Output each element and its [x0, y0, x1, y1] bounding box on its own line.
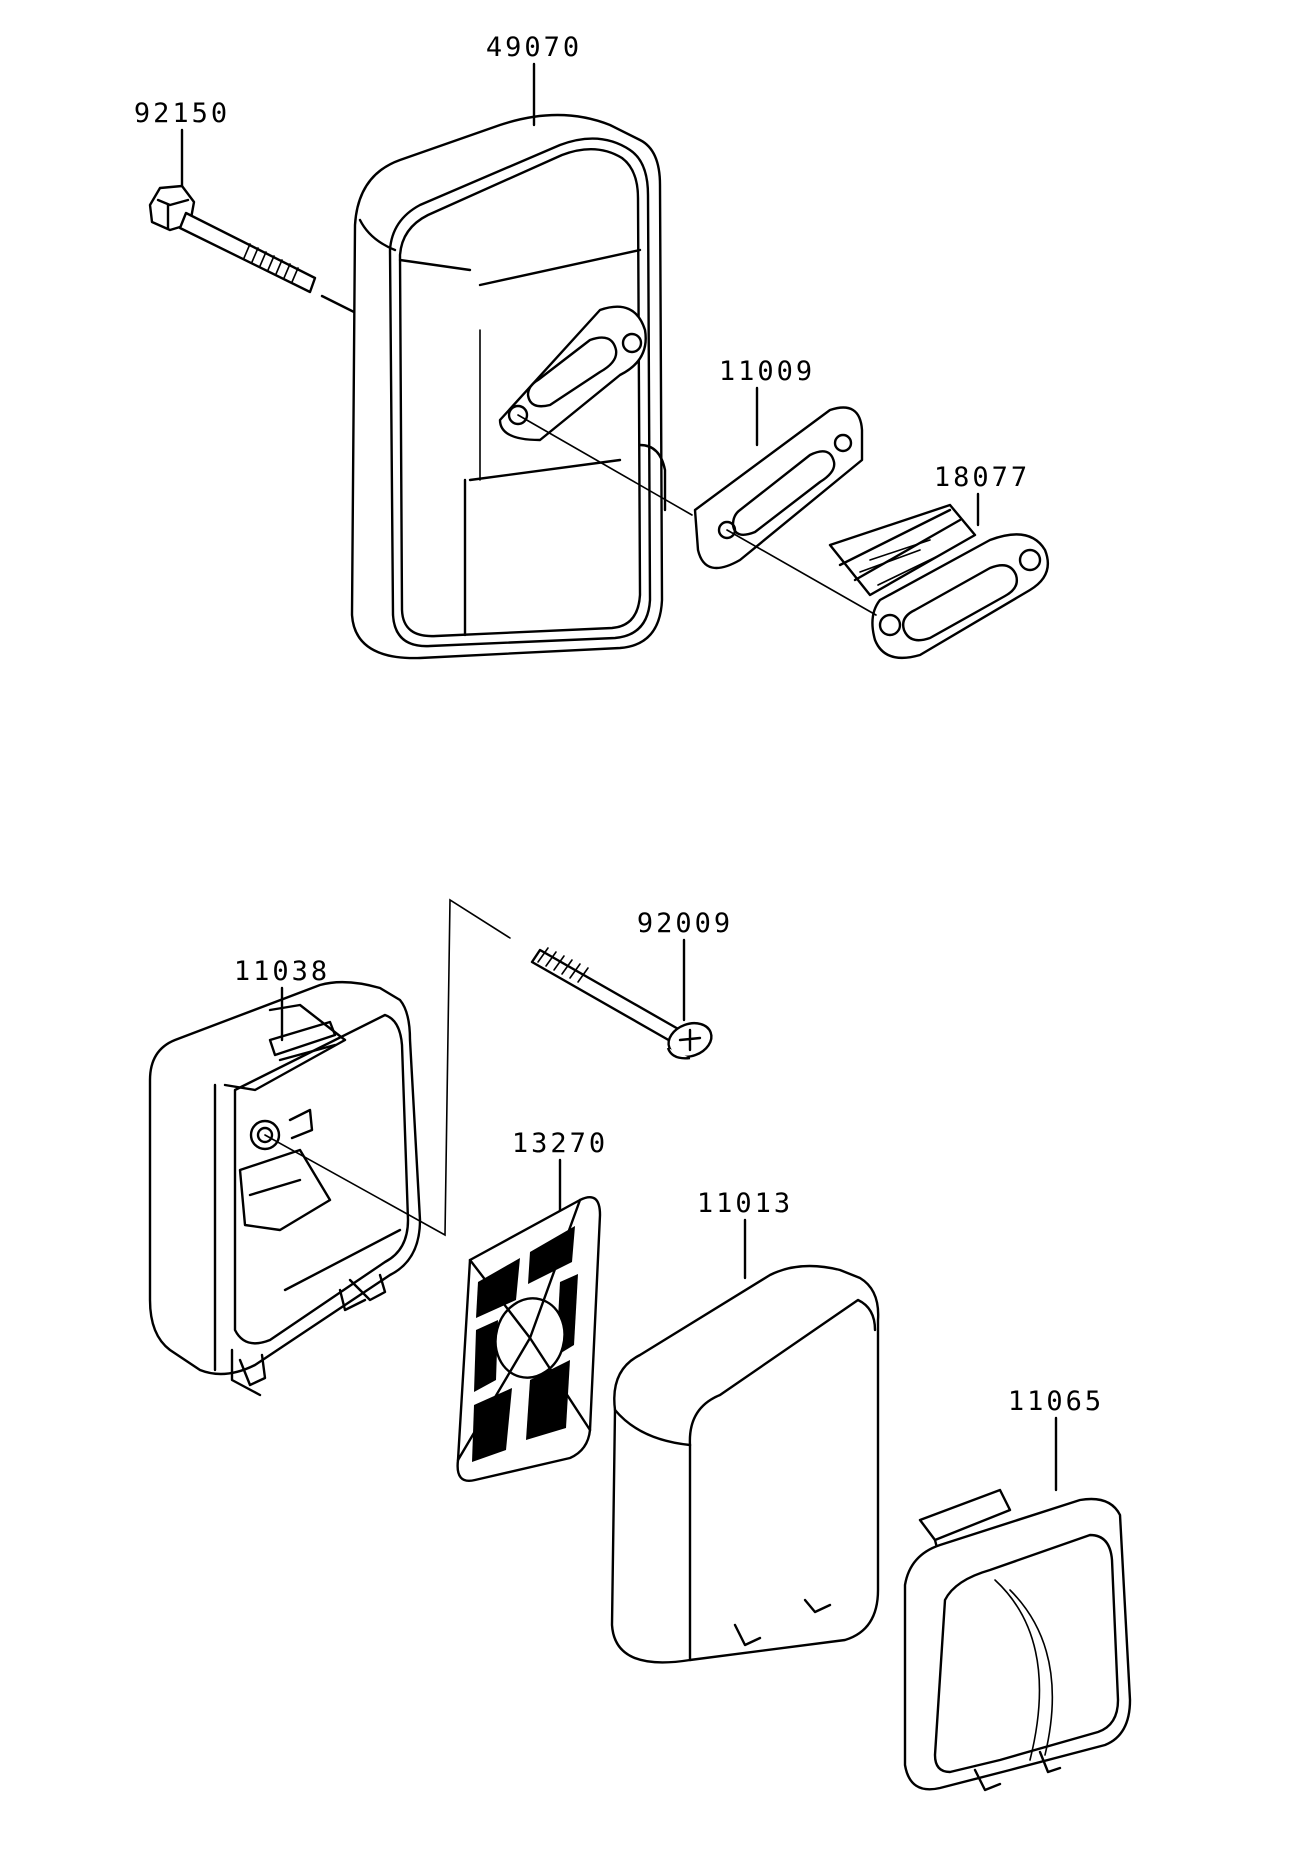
label-11038: 11038: [234, 956, 330, 987]
top-leader-lines: [180, 62, 980, 616]
label-92150: 92150: [134, 98, 230, 129]
bottom-leader-lines: [264, 898, 1058, 1492]
callout-labels: 49070 92150 11009 18077 11038 92009 1327…: [134, 32, 1104, 1417]
label-11065: 11065: [1008, 1386, 1104, 1417]
label-11009: 11009: [719, 356, 815, 387]
bolt-92009: [530, 947, 713, 1060]
label-49070: 49070: [486, 32, 582, 63]
label-18077: 18077: [934, 462, 1030, 493]
label-92009: 92009: [637, 908, 733, 939]
bolt-92150: [148, 184, 356, 314]
plate-13270: [456, 1195, 602, 1482]
element-11013: [610, 1264, 880, 1664]
label-13270: 13270: [512, 1128, 608, 1159]
air-cleaner-case-11038: [148, 980, 422, 1397]
cover-11065: [903, 1488, 1132, 1792]
manifold-18077: [828, 503, 1050, 660]
muffler-49070: [350, 113, 667, 660]
label-11013: 11013: [697, 1188, 793, 1219]
gasket-11009: [693, 406, 864, 570]
